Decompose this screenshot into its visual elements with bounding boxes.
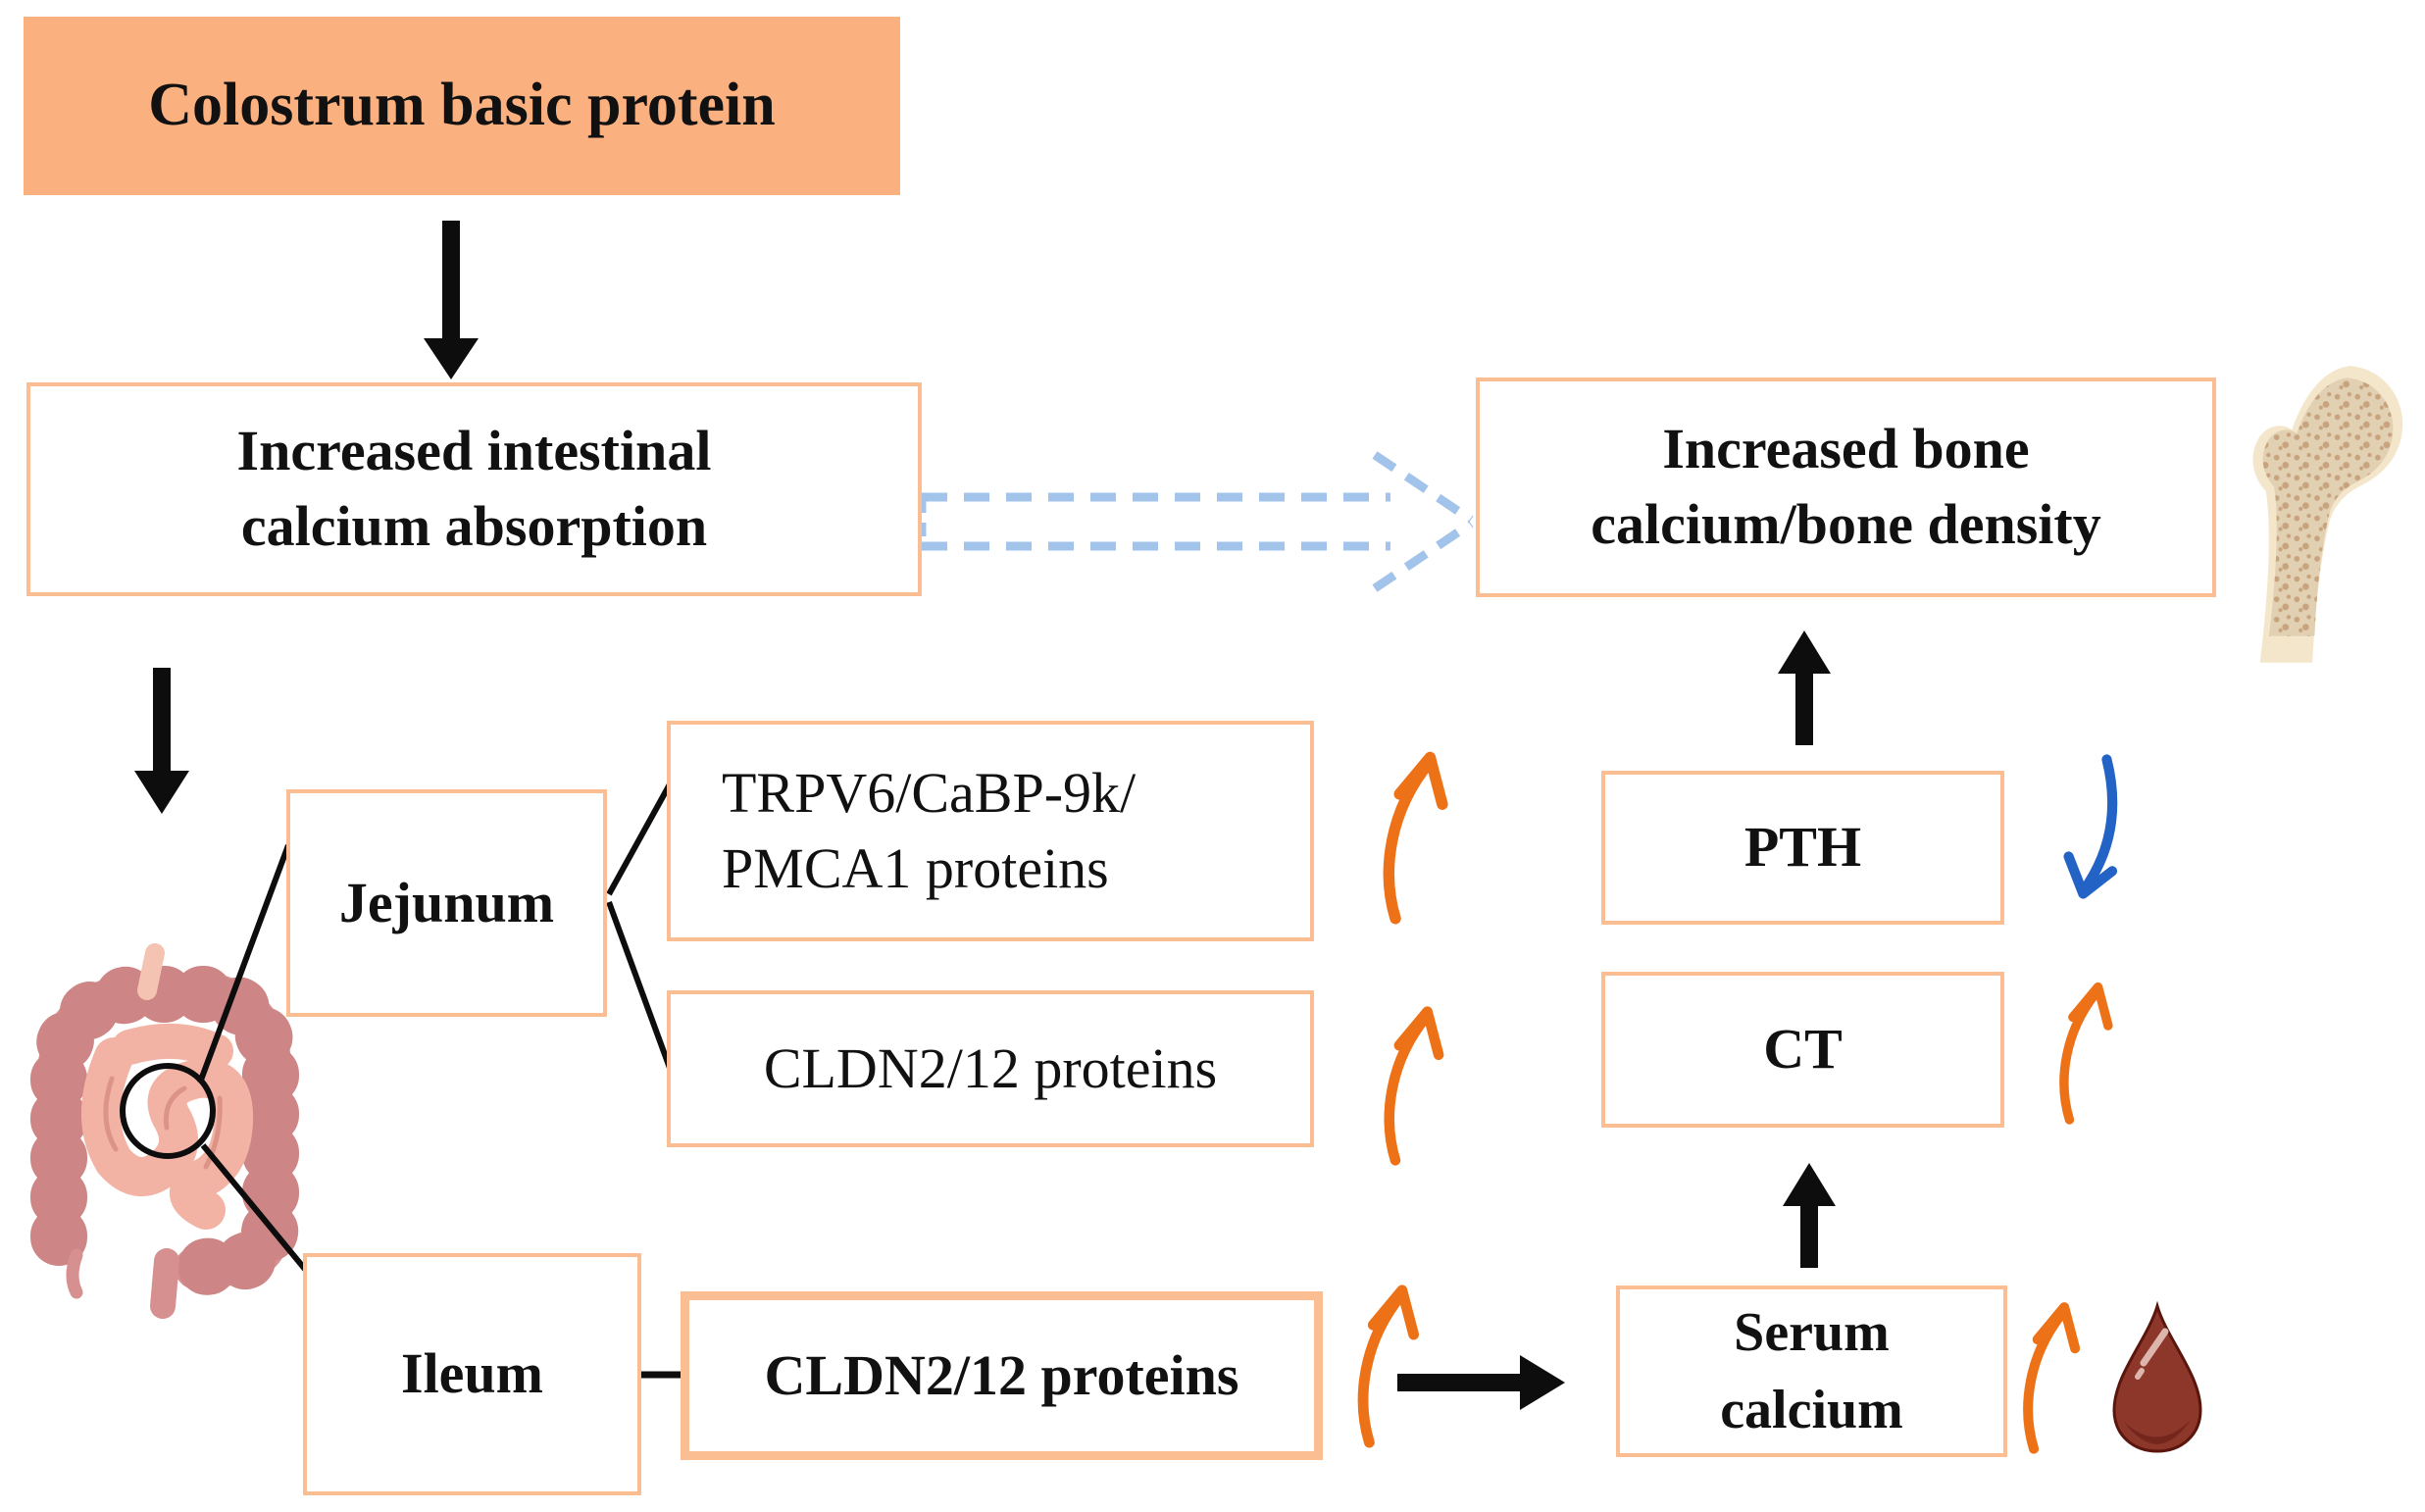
node-label: Ileum [401, 1341, 543, 1406]
arrow-cldn2-to-serum [1397, 1355, 1565, 1410]
arrow-colostrum-to-absorption [424, 221, 479, 379]
femur-bone-icon [2253, 366, 2403, 663]
node-label-line2: calcium/bone density [1591, 492, 2101, 556]
appendix [66, 1248, 83, 1299]
orange-up-arrow-cldn2-jejunum [1389, 1012, 1439, 1161]
orange-up-arrow-cldn2-ileum [1363, 1290, 1413, 1442]
node-increased-bone-calcium-bone-density: Increased bone calcium/bone density [1476, 378, 2216, 597]
node-label: Colostrum basic protein [148, 72, 776, 139]
blue-down-arrow-pth [2069, 759, 2113, 893]
node-cldn2-12-proteins-jejunum: CLDN2/12 proteins [667, 990, 1314, 1147]
node-label: Jejunum [338, 870, 555, 934]
connector-jejunum-cldn2 [606, 900, 674, 1073]
node-label-line2: PMCA1 proteins [722, 835, 1109, 900]
arrow-pth-to-bone [1778, 630, 1831, 745]
leader-line-jejunum [197, 843, 291, 1084]
orange-up-arrow-serum [2028, 1307, 2075, 1448]
node-label: CLDN2/12 proteins [763, 1035, 1218, 1100]
node-pth: PTH [1601, 771, 2004, 925]
arrow-absorption-down [134, 668, 189, 814]
node-label-line1: Serum [1734, 1302, 1890, 1364]
rectum [150, 1248, 179, 1319]
leader-line-ileum [200, 1143, 311, 1275]
dashed-block-arrow [917, 451, 1474, 592]
node-ileum: Ileum [303, 1253, 641, 1495]
node-jejunum: Jejunum [286, 789, 607, 1017]
magnifier-circle [120, 1063, 216, 1159]
arrow-serum-to-ct [1783, 1163, 1836, 1268]
node-label: CLDN2/12 proteins [764, 1342, 1239, 1407]
connector-jejunum-trpv6 [606, 781, 674, 896]
intestine-illustration [30, 943, 299, 1319]
orange-up-arrow-ct [2064, 987, 2108, 1120]
node-trpv6-cabp9k-pmca1-proteins: TRPV6/CaBP-9k/ PMCA1 proteins [667, 721, 1314, 941]
node-ct: CT [1601, 972, 2004, 1128]
node-label-line1: Increased bone [1662, 417, 2030, 481]
node-label-line1: Increased intestinal [236, 419, 712, 483]
node-label-line1: TRPV6/CaBP-9k/ [722, 760, 1137, 825]
node-serum-calcium: Serum calcium [1616, 1285, 2007, 1457]
orange-up-arrow-trpv6 [1389, 757, 1441, 918]
node-increased-intestinal-calcium-absorption: Increased intestinal calcium absorption [26, 382, 922, 596]
node-label: PTH [1743, 815, 1862, 880]
node-cldn2-12-proteins-ileum: CLDN2/12 proteins [681, 1291, 1323, 1460]
node-label-line2: calcium absorption [240, 494, 708, 558]
node-colostrum-basic-protein: Colostrum basic protein [24, 17, 900, 195]
node-label: CT [1763, 1017, 1843, 1082]
blood-drop-icon [2114, 1306, 2200, 1451]
node-label-line2: calcium [1720, 1379, 1903, 1440]
terminal-ileum-tail [137, 943, 165, 1000]
